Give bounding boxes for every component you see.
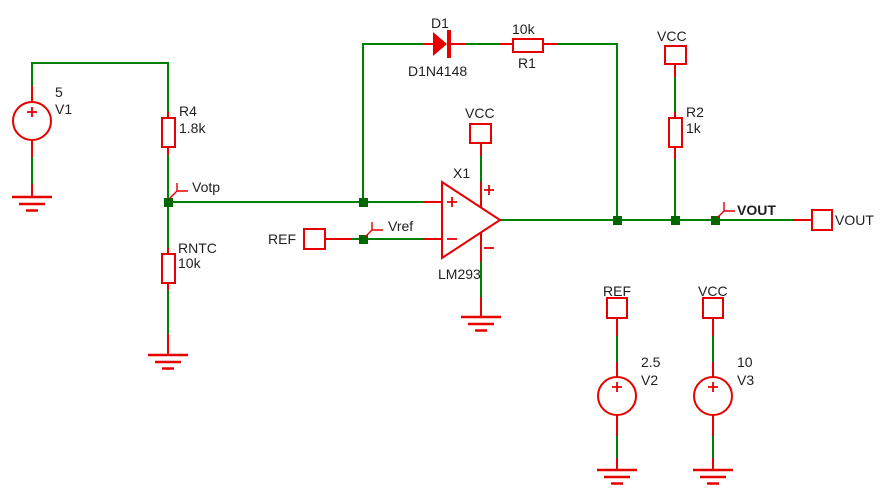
ground-icon[interactable] <box>148 353 188 370</box>
diode-cathode-bar <box>447 30 451 58</box>
ground-icon[interactable] <box>597 468 637 485</box>
v2-ref-label: V2 <box>641 372 658 388</box>
junction-dot <box>711 216 720 225</box>
x1-ref-label: X1 <box>453 165 470 181</box>
source-polarity-icon <box>612 382 622 392</box>
junction-dot <box>671 216 680 225</box>
plus-icon <box>447 197 457 207</box>
ground-icon[interactable] <box>461 315 501 332</box>
v1-value-label: 5 <box>55 84 63 100</box>
ground-bars <box>597 468 637 485</box>
r2-ref-label: R2 <box>686 104 704 120</box>
junction-dot <box>613 216 622 225</box>
ref-port-label-v2: REF <box>603 283 631 299</box>
supply-plus-icon <box>484 185 494 195</box>
r2-value-label: 1k <box>686 120 702 136</box>
d1-diode[interactable] <box>433 30 451 58</box>
vcc-port-v3[interactable] <box>702 297 724 319</box>
ground-bars <box>461 315 501 332</box>
ground-bars <box>12 195 52 212</box>
junction-dot <box>164 198 173 207</box>
ground-icon[interactable] <box>693 468 733 485</box>
v1-voltage-source[interactable] <box>12 101 52 141</box>
vout-port[interactable] <box>811 209 833 231</box>
v2-voltage-source[interactable] <box>597 376 637 416</box>
r4-ref-label: R4 <box>179 103 197 119</box>
r1-ref-label: R1 <box>518 55 536 71</box>
r1-value-label: 10k <box>512 21 536 37</box>
ground-icon[interactable] <box>12 195 52 212</box>
component-pins <box>31 43 812 470</box>
ref-port-label-opamp: REF <box>268 231 296 247</box>
v3-value-label: 10 <box>737 354 753 370</box>
vref-net-label: Vref <box>388 218 413 234</box>
opamp-triangle[interactable] <box>441 180 502 260</box>
vcc-port-label-v3: VCC <box>698 283 728 299</box>
v3-ref-label: V3 <box>737 372 754 388</box>
rntc-resistor[interactable] <box>161 253 176 284</box>
labels: 5 V1 R4 1.8k Votp RNTC 10k D1 D1N4148 10… <box>55 15 874 388</box>
x1-opamp[interactable] <box>441 180 502 260</box>
wire-feedback-left[interactable] <box>362 43 424 202</box>
x1-value-label: LM293 <box>438 266 481 282</box>
junctions <box>164 198 720 244</box>
vcc-port-label-opamp: VCC <box>465 105 495 121</box>
ground-bars <box>148 353 188 370</box>
ref-port-v2[interactable] <box>606 297 628 319</box>
v3-voltage-source[interactable] <box>693 376 733 416</box>
wire-r1-to-output[interactable] <box>557 43 618 220</box>
d1-value-label: D1N4148 <box>408 63 467 79</box>
vcc-port-r2[interactable] <box>664 45 687 65</box>
votp-net-label: Votp <box>192 179 220 195</box>
diode-triangle <box>433 32 447 56</box>
vcc-port-label-r2: VCC <box>657 28 687 44</box>
v1-ref-label: V1 <box>55 101 72 117</box>
source-polarity-icon <box>27 107 37 117</box>
vout-net-label: VOUT <box>737 202 776 218</box>
vcc-port-opamp[interactable] <box>469 123 492 144</box>
r1-resistor[interactable] <box>512 38 544 53</box>
wires <box>31 43 793 458</box>
r4-value-label: 1.8k <box>179 120 206 136</box>
rntc-value-label: 10k <box>178 255 202 271</box>
d1-ref-label: D1 <box>431 15 449 31</box>
ground-bars <box>693 468 733 485</box>
vout-port-label: VOUT <box>835 212 874 228</box>
net-label-marker-votp[interactable] <box>168 183 188 200</box>
source-polarity-icon <box>708 382 718 392</box>
v2-value-label: 2.5 <box>641 354 661 370</box>
net-label-marker-vout[interactable] <box>716 202 735 219</box>
wire-v1-to-r4[interactable] <box>31 62 169 112</box>
net-label-marker-vref[interactable] <box>364 222 383 238</box>
junction-dot <box>359 198 368 207</box>
r2-resistor[interactable] <box>668 117 683 148</box>
junction-dot <box>359 235 368 244</box>
ref-port-opamp[interactable] <box>303 228 326 250</box>
r4-resistor[interactable] <box>161 117 176 148</box>
rntc-ref-label: RNTC <box>178 240 217 256</box>
